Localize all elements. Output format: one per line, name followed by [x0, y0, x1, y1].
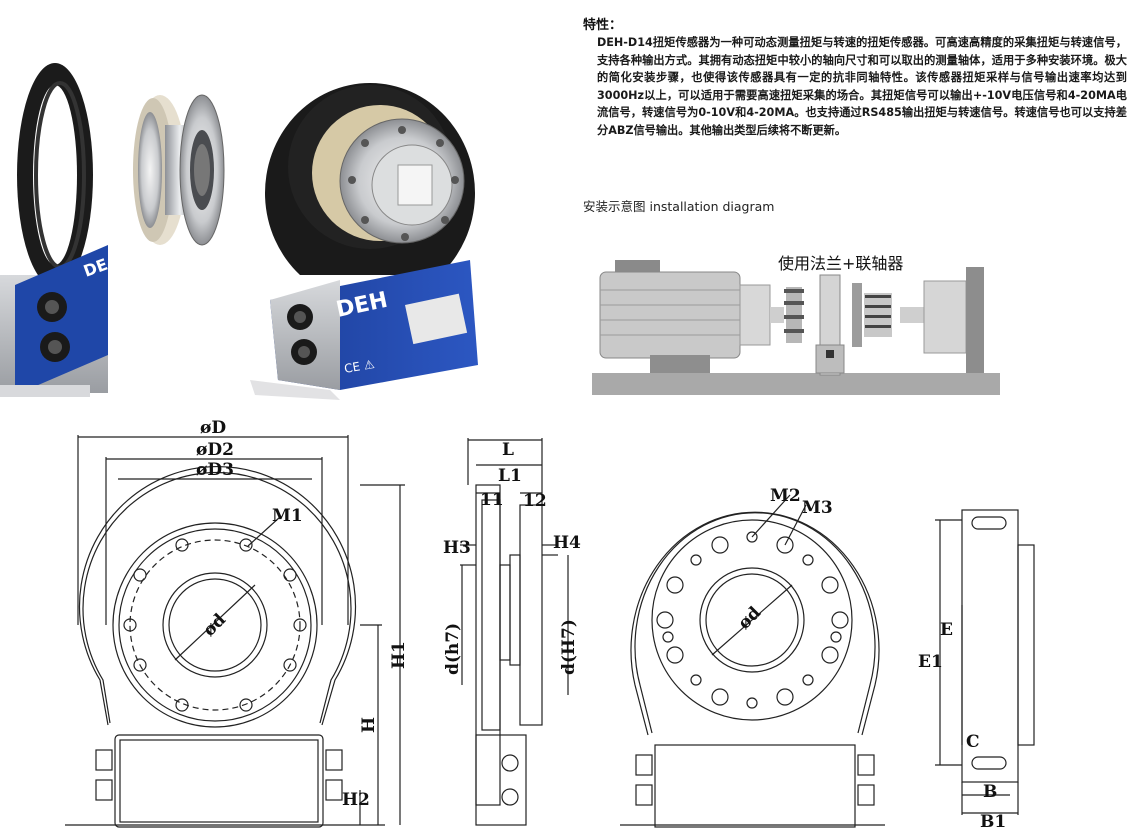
product-photos: DE DEH CE ⚠	[0, 63, 478, 400]
svg-text:øD3: øD3	[196, 460, 234, 480]
svg-text:øD2: øD2	[196, 440, 234, 460]
installation-diagram: 使用法兰+联轴器	[592, 254, 1000, 395]
svg-text:M1: M1	[272, 506, 303, 526]
svg-text:H: H	[359, 717, 379, 733]
base-plate	[592, 373, 1000, 395]
installation-caption: 使用法兰+联轴器	[778, 254, 903, 273]
installation-diagram-label: 安装示意图 installation diagram	[583, 199, 775, 214]
front-view-labels: øD øD2 øD3 M1 ød H1 H H2	[196, 418, 409, 810]
svg-text:ød: ød	[734, 603, 765, 634]
svg-text:H3: H3	[443, 538, 471, 558]
features-description: DEH-D14扭矩传感器为一种可动态测量扭矩与转速的扭矩传感器。可高速高精度的采…	[597, 36, 1127, 137]
torque-sensor	[815, 274, 845, 376]
sensor-photo-2	[133, 94, 225, 246]
svg-text:12: 12	[523, 491, 547, 511]
svg-text:L1: L1	[498, 466, 522, 486]
svg-text:B: B	[983, 782, 997, 802]
svg-text:H2: H2	[342, 790, 370, 810]
svg-text:C: C	[966, 732, 980, 752]
front-view	[65, 435, 405, 828]
svg-text:d(h7): d(h7)	[443, 623, 463, 675]
right-view-labels: E E1 C B B1	[918, 620, 1006, 832]
coupling-right	[852, 283, 892, 347]
side-view	[460, 438, 569, 826]
svg-text:øD: øD	[200, 418, 226, 438]
back-view-labels: M2 M3 ød	[734, 486, 832, 634]
sensor-photo-3: DEH CE ⚠	[250, 83, 478, 400]
svg-text:M3: M3	[802, 498, 833, 518]
motor	[599, 260, 784, 373]
right-view	[935, 509, 1035, 815]
load-motor	[900, 267, 984, 373]
svg-text:H1: H1	[389, 641, 409, 669]
back-view	[620, 494, 885, 828]
technical-drawings: øD øD2 øD3 M1 ød H1 H H2 L L1 11 12 H3 H…	[65, 418, 1035, 832]
coupling-left	[784, 287, 804, 343]
svg-text:M2: M2	[770, 486, 801, 506]
certification-marks: CE ⚠	[343, 357, 376, 376]
svg-text:d(H7): d(H7)	[559, 619, 579, 675]
sensor-photo-1: DE	[0, 63, 110, 397]
svg-text:E: E	[940, 620, 953, 640]
svg-text:ød: ød	[199, 610, 230, 641]
svg-text:L: L	[502, 440, 514, 460]
svg-text:B1: B1	[980, 812, 1006, 832]
features-heading: 特性：	[583, 18, 623, 33]
svg-text:11: 11	[480, 490, 504, 510]
svg-text:E1: E1	[918, 652, 943, 672]
side-view-labels: L L1 11 12 H3 H4 d(h7) d(H7)	[443, 440, 581, 675]
svg-text:H4: H4	[553, 533, 581, 553]
